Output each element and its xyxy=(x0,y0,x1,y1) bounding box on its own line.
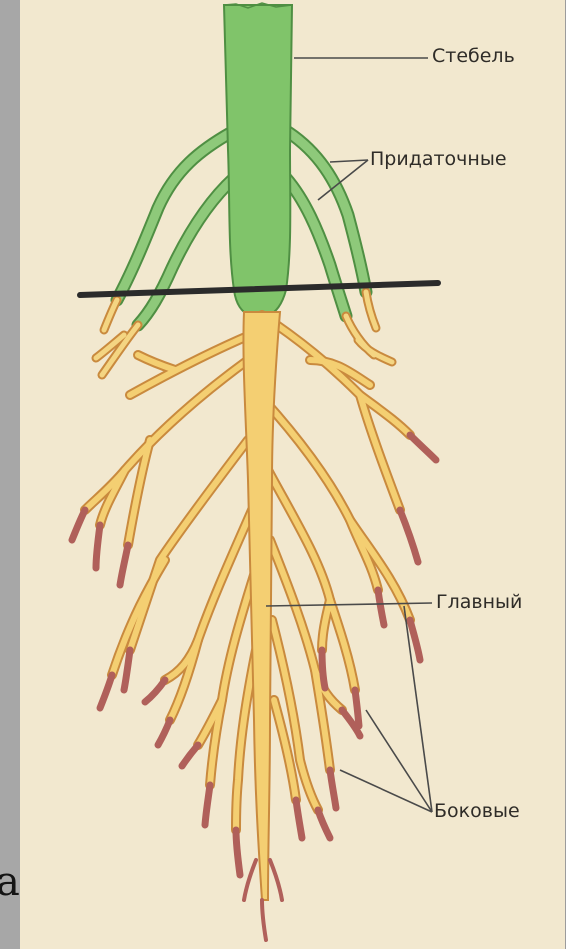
stem xyxy=(224,3,292,316)
label-adventitious: Придаточные xyxy=(370,150,507,169)
left-margin xyxy=(0,0,20,949)
label-stem: Стебель xyxy=(432,47,515,66)
label-lateral-roots: Боковые xyxy=(434,802,520,821)
cropped-text-fragment: a xyxy=(0,862,20,902)
label-main-root: Главный xyxy=(436,593,522,612)
